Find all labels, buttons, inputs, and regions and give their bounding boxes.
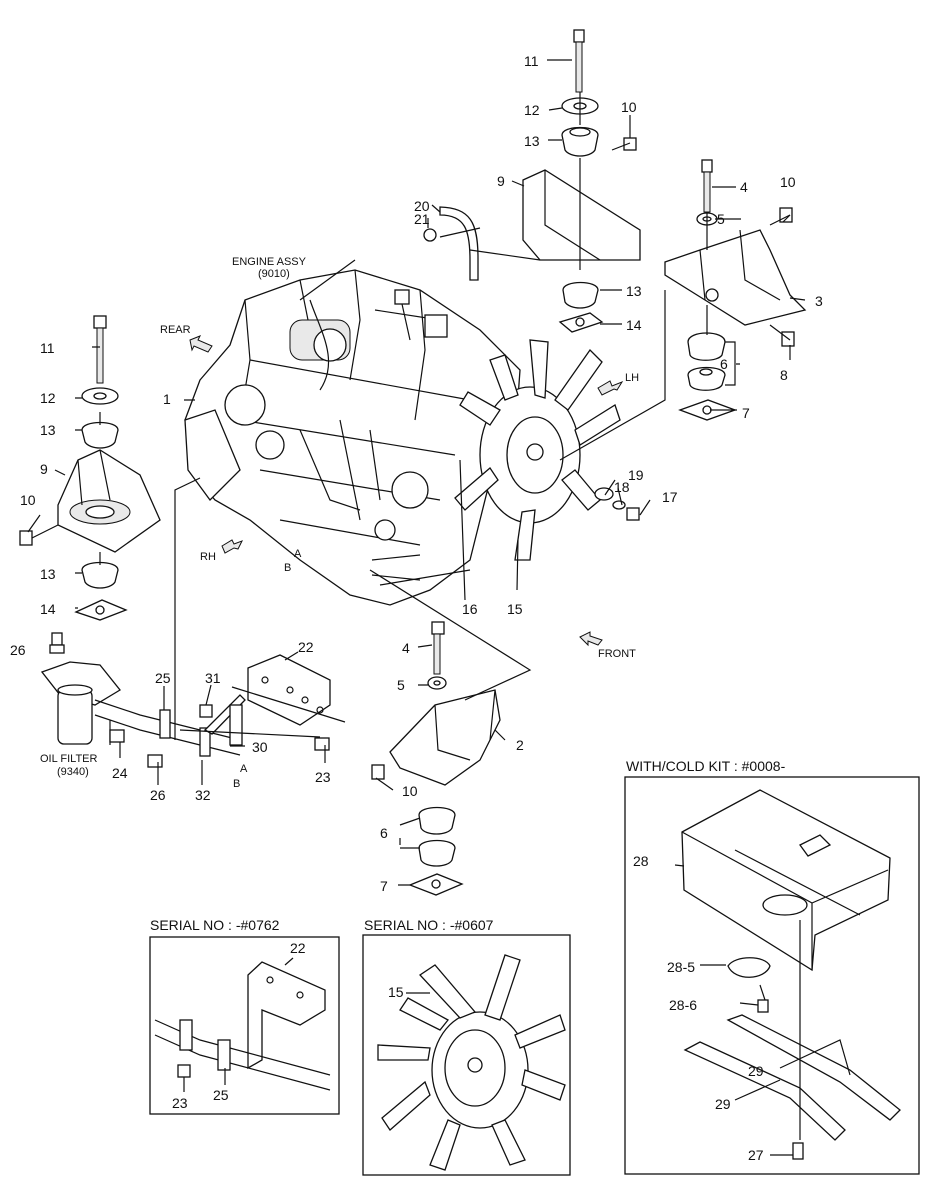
label-labels-front: FRONT xyxy=(598,648,636,660)
cold-kit-cover xyxy=(674,789,901,1160)
callout-12: 12 xyxy=(40,390,56,406)
callout-28: 28 xyxy=(633,853,649,869)
callout-13: 13 xyxy=(40,422,56,438)
label-labels-b: B xyxy=(284,562,291,574)
callout-6: 6 xyxy=(380,825,388,841)
oil-filter-and-pipe xyxy=(40,632,331,768)
callout-6: 6 xyxy=(720,356,728,372)
callout-23: 23 xyxy=(315,769,331,785)
callout-22: 22 xyxy=(298,639,314,655)
callout-1: 1 xyxy=(163,391,171,407)
serial-0762-bracket xyxy=(154,957,331,1092)
callout-2: 2 xyxy=(516,737,524,753)
callout-5: 5 xyxy=(717,211,725,227)
callout-25: 25 xyxy=(155,670,171,686)
callout-22: 22 xyxy=(290,940,306,956)
label-labels-b2: B xyxy=(233,778,240,790)
callout-7: 7 xyxy=(380,878,388,894)
callout-10: 10 xyxy=(402,783,418,799)
callout-10: 10 xyxy=(621,99,637,115)
callout-18: 18 xyxy=(614,479,630,495)
label-labels-a: A xyxy=(294,548,302,560)
callout-25: 25 xyxy=(213,1087,229,1103)
callout-19: 19 xyxy=(628,467,644,483)
callout-26: 26 xyxy=(10,642,26,658)
callout-13: 13 xyxy=(40,566,56,582)
label-labels-rh: RH xyxy=(200,551,216,563)
label-insets-cold-kit: WITH/COLD KIT : #0008- xyxy=(626,758,786,774)
callout-17: 17 xyxy=(662,489,678,505)
label-labels-lh: LH xyxy=(625,372,639,384)
mount-bracket-right xyxy=(664,159,807,421)
callout-29: 29 xyxy=(715,1096,731,1112)
serial-0607-inset-frame xyxy=(362,934,571,1176)
label-insets-serial-0762: SERIAL NO : -#0762 xyxy=(150,917,280,933)
callout-16: 16 xyxy=(462,601,478,617)
callout-14: 14 xyxy=(626,317,642,333)
callout-9: 9 xyxy=(40,461,48,477)
callout-3: 3 xyxy=(815,293,823,309)
callout-28-5: 28-5 xyxy=(667,959,695,975)
callout-32: 32 xyxy=(195,787,211,803)
callout-26: 26 xyxy=(150,787,166,803)
callout-14: 14 xyxy=(40,601,56,617)
callout-10: 10 xyxy=(20,492,36,508)
callout-12: 12 xyxy=(524,102,540,118)
leader-lines xyxy=(27,59,806,886)
callout-7: 7 xyxy=(742,405,750,421)
label-insets-serial-0607: SERIAL NO : -#0607 xyxy=(364,917,494,933)
mount-bracket-left xyxy=(19,315,161,621)
label-labels-engine-assy: ENGINE ASSY xyxy=(232,256,307,268)
engine-assembly xyxy=(184,269,521,606)
callout-9: 9 xyxy=(497,173,505,189)
callout-10: 10 xyxy=(780,174,796,190)
label-layer: ENGINE ASSY(9010) REAR LH RH FRONT OIL FILTER… xyxy=(40,256,786,933)
callout-31: 31 xyxy=(205,670,221,686)
callout-23: 23 xyxy=(172,1095,188,1111)
callout-30: 30 xyxy=(252,739,268,755)
label-labels-engine-assy-code: (9010) xyxy=(258,268,290,280)
callout-8: 8 xyxy=(780,367,788,383)
callout-5: 5 xyxy=(397,677,405,693)
label-labels-a2: A xyxy=(240,763,248,775)
callout-11: 11 xyxy=(40,340,55,356)
callout-4: 4 xyxy=(740,179,748,195)
callout-28-6: 28-6 xyxy=(669,997,697,1013)
serial-0607-fan xyxy=(377,954,566,1171)
callout-13: 13 xyxy=(524,133,540,149)
callout-21: 21 xyxy=(414,211,430,227)
mount-bracket-lower xyxy=(371,621,501,896)
label-labels-oil-filter: OIL FILTER xyxy=(40,753,98,765)
callout-11: 11 xyxy=(524,53,539,69)
hose-20 xyxy=(423,206,479,281)
label-labels-oil-filter-code: (9340) xyxy=(57,766,89,778)
serial-0762-inset-frame xyxy=(149,936,340,1115)
label-labels-rear: REAR xyxy=(160,324,191,336)
cold-kit-inset-frame xyxy=(624,776,920,1175)
callout-15: 15 xyxy=(507,601,523,617)
callout-13: 13 xyxy=(626,283,642,299)
callout-29: 29 xyxy=(748,1063,764,1079)
direction-arrows xyxy=(189,335,624,647)
callout-4: 4 xyxy=(402,640,410,656)
callout-27: 27 xyxy=(748,1147,764,1163)
fan-16-15 xyxy=(454,339,621,561)
callout-24: 24 xyxy=(112,765,128,781)
callout-15: 15 xyxy=(388,984,404,1000)
callout-20: 20 xyxy=(414,198,430,214)
mount-bracket-top xyxy=(522,29,641,333)
